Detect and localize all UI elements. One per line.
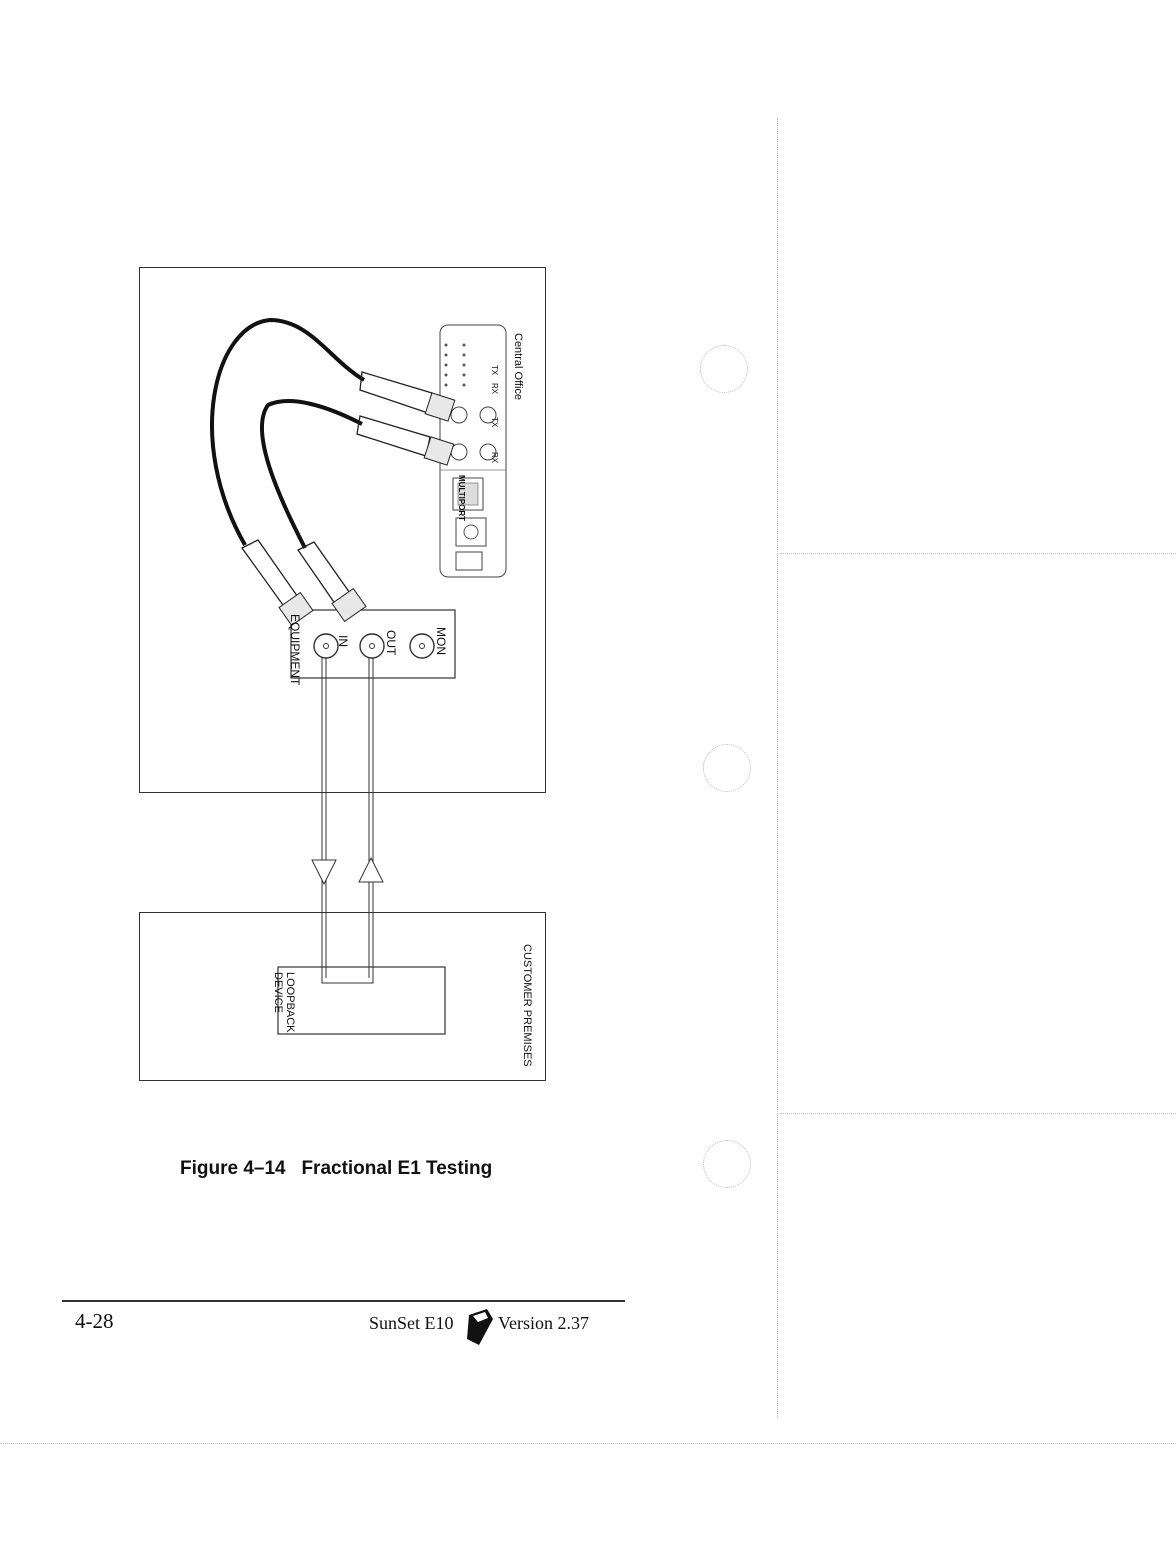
bnc-plug-co-2 [356, 415, 431, 457]
device-label: DEVICE [272, 972, 284, 1013]
co-port-tx-1: TX [490, 365, 499, 376]
multiport-connector [452, 477, 484, 511]
co-jack-1 [450, 406, 468, 424]
footer-rule [62, 1300, 625, 1302]
punch-hole-bottom [703, 1140, 751, 1188]
loopback-device-box [277, 966, 446, 1035]
central-office-box [139, 267, 546, 793]
dataport-connector [455, 517, 487, 547]
bnc-plug-co-1 [359, 371, 433, 414]
cable-outer [210, 317, 366, 546]
out-jack [359, 633, 385, 659]
multiport-label: MULTIPORT [457, 475, 466, 522]
page-number: 4-28 [75, 1309, 114, 1333]
co-port-rx-2: RX [490, 452, 499, 464]
margin-divider-top [780, 553, 1176, 554]
co-jack-4 [479, 443, 497, 461]
loopback-label: LOOPBACK [284, 972, 296, 1033]
co-jack-3 [479, 406, 497, 424]
product-name: SunSet E10 [369, 1313, 454, 1333]
co-port-tx-2: TX [490, 417, 499, 428]
arrow-down [311, 859, 337, 886]
in-jack [313, 633, 339, 659]
power-connector [455, 551, 483, 571]
punch-hole-middle [703, 744, 751, 792]
arrow-up [358, 856, 384, 883]
mon-jack [409, 633, 435, 659]
cable-inner [259, 399, 363, 549]
page-bottom-dots [0, 1443, 1176, 1444]
loop-signal-path [321, 658, 374, 984]
figure-caption: Figure 4–14 Fractional E1 Testing [180, 1158, 493, 1179]
margin-divider-bottom [780, 1113, 1176, 1114]
binder-margin-line [777, 118, 778, 1418]
mon-jack-label: MON [434, 627, 448, 655]
out-jack-label: OUT [384, 630, 398, 656]
punch-hole-top [700, 345, 748, 393]
equipment-label: EQUIPMENT [288, 614, 302, 686]
customer-premises-label: CUSTOMER PREMISES [521, 944, 533, 1067]
customer-premises-box [139, 912, 546, 1081]
sunset-device-logo-icon [467, 1309, 493, 1345]
in-jack-label: IN [336, 635, 350, 647]
version-label: Version 2.37 [498, 1313, 589, 1333]
central-office-label: Central Office [512, 333, 524, 401]
co-port-rx-1: RX [490, 383, 499, 395]
